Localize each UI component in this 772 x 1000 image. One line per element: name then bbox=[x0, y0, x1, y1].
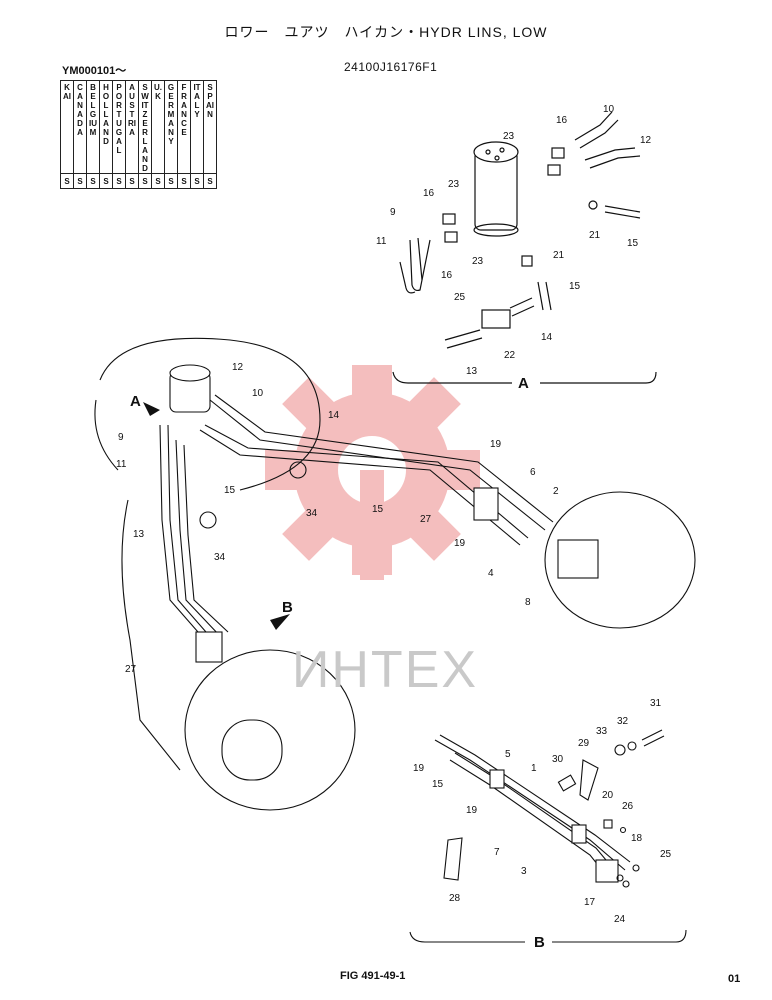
page-number: 01 bbox=[728, 973, 741, 985]
part-label: 29 bbox=[578, 738, 590, 749]
part-label: 13 bbox=[466, 366, 478, 377]
part-label: 3 bbox=[521, 866, 527, 877]
part-label: 23 bbox=[448, 179, 460, 190]
part-label: 32 bbox=[617, 716, 629, 727]
part-label: 9 bbox=[390, 207, 396, 218]
part-label: 27 bbox=[125, 664, 137, 675]
part-label: 23 bbox=[503, 131, 515, 142]
view-label-a: A bbox=[518, 375, 529, 392]
part-label: 34 bbox=[214, 552, 226, 563]
country-mark: S bbox=[203, 173, 217, 189]
view-label-b: B bbox=[534, 934, 545, 951]
part-label: 14 bbox=[328, 410, 340, 421]
page-title: ロワー ユアツ ハイカン・HYDR LINS, LOW bbox=[224, 24, 548, 40]
part-label: 18 bbox=[631, 833, 643, 844]
part-label: 15 bbox=[627, 238, 639, 249]
part-label: 28 bbox=[449, 893, 461, 904]
part-label: 19 bbox=[490, 439, 502, 450]
part-label: 16 bbox=[423, 188, 435, 199]
part-label: 24 bbox=[614, 914, 626, 925]
part-label: 10 bbox=[252, 388, 264, 399]
part-label: 30 bbox=[552, 754, 564, 765]
part-label: 11 bbox=[376, 236, 387, 247]
part-label: 10 bbox=[603, 104, 615, 115]
part-label: 9 bbox=[118, 432, 124, 443]
part-label: 21 bbox=[589, 230, 601, 241]
part-label: 14 bbox=[541, 332, 553, 343]
part-label: 19 bbox=[466, 805, 478, 816]
part-label: 26 bbox=[622, 801, 634, 812]
part-label: 15 bbox=[372, 504, 384, 515]
arrow-a-icon bbox=[143, 402, 160, 416]
part-label: 12 bbox=[640, 135, 652, 146]
serial-range: YM000101～ bbox=[62, 65, 127, 77]
part-label: 19 bbox=[413, 763, 425, 774]
country-mark: S bbox=[99, 173, 113, 189]
part-label: 19 bbox=[454, 538, 466, 549]
part-label: 22 bbox=[504, 350, 516, 361]
country-mark: S bbox=[73, 173, 87, 189]
watermark-text: ИНТЕХ bbox=[292, 641, 479, 699]
part-label: 25 bbox=[660, 849, 672, 860]
country-cell: BELGIUM bbox=[86, 80, 100, 174]
part-label: 1 bbox=[531, 763, 537, 774]
part-label: 17 bbox=[584, 897, 596, 908]
country-marks-row: S S S S S S S S S S S S bbox=[60, 173, 217, 189]
main-assembly bbox=[94, 337, 696, 811]
country-cell: HOLLAND bbox=[99, 80, 113, 174]
view-arrow-label-a: A bbox=[130, 393, 141, 410]
part-label: 25 bbox=[454, 292, 466, 303]
part-label: 2 bbox=[553, 486, 559, 497]
country-cell: SWITZER LAND bbox=[138, 80, 152, 174]
detail-b bbox=[409, 729, 687, 943]
part-label: 5 bbox=[505, 749, 511, 760]
part-label: 15 bbox=[432, 779, 444, 790]
part-label: 13 bbox=[133, 529, 145, 540]
part-label: 33 bbox=[596, 726, 608, 737]
part-label: 27 bbox=[420, 514, 432, 525]
arrow-b-icon bbox=[270, 614, 290, 630]
country-names-row: KAI CANADA BELGIUM HOLLAND PORTUGAL AUST… bbox=[60, 80, 217, 174]
part-label: 7 bbox=[494, 847, 500, 858]
country-table: KAI CANADA BELGIUM HOLLAND PORTUGAL AUST… bbox=[60, 80, 217, 189]
watermark-gear bbox=[265, 365, 480, 580]
view-arrow-label-b: B bbox=[282, 599, 293, 616]
part-label: 23 bbox=[472, 256, 484, 267]
figure-number: FIG 491-49-1 bbox=[340, 970, 406, 982]
part-label: 16 bbox=[556, 115, 568, 126]
part-code: 24100J16176F1 bbox=[344, 60, 438, 74]
part-label: 6 bbox=[530, 467, 536, 478]
part-label: 16 bbox=[441, 270, 453, 281]
detail-a bbox=[392, 111, 657, 384]
part-label: 20 bbox=[602, 790, 614, 801]
part-label: 31 bbox=[650, 698, 662, 709]
part-label: 34 bbox=[306, 508, 318, 519]
country-cell: CANADA bbox=[73, 80, 87, 174]
part-label: 4 bbox=[488, 568, 494, 579]
part-label: 11 bbox=[116, 459, 127, 470]
part-label: 8 bbox=[525, 597, 531, 608]
part-label: 21 bbox=[553, 250, 565, 261]
part-label: 12 bbox=[232, 362, 244, 373]
part-label: 15 bbox=[569, 281, 581, 292]
part-label: 15 bbox=[224, 485, 236, 496]
part-labels: 10 12 16 23 23 16 9 11 16 23 21 15 21 15… bbox=[116, 104, 672, 951]
country-mark: S bbox=[112, 173, 126, 189]
